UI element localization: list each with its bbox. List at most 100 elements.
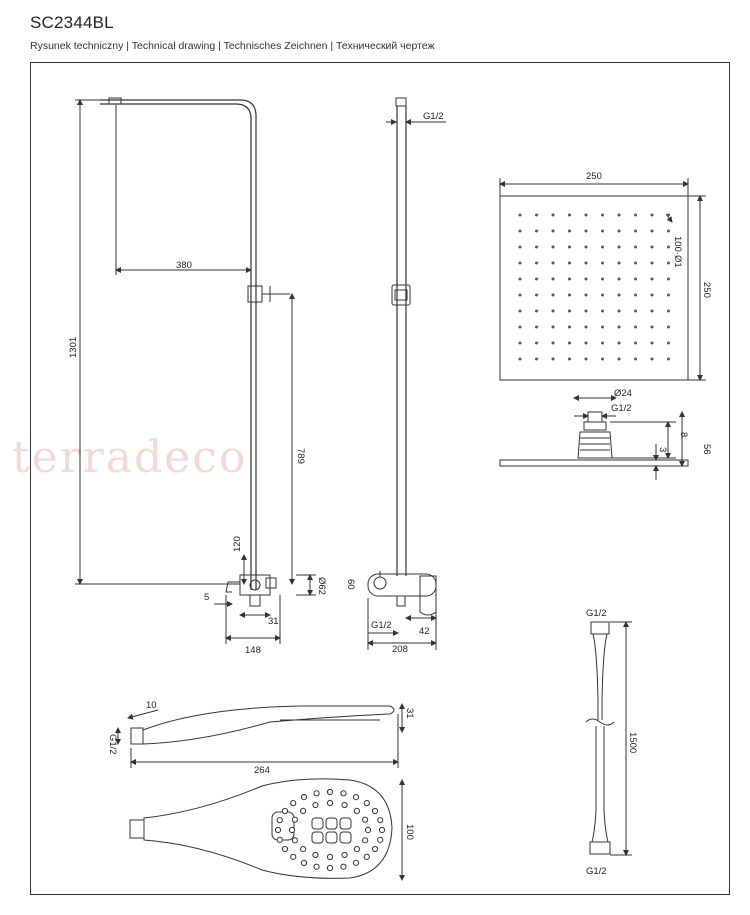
hand-nozzle xyxy=(363,800,370,807)
nozzle-dot xyxy=(551,341,555,345)
nozzle-dot xyxy=(601,325,604,329)
nozzle-dot xyxy=(634,357,637,361)
hand-nozzle xyxy=(353,845,360,853)
dim-valve-depth: 31 xyxy=(268,616,279,627)
nozzle-dot xyxy=(601,341,604,345)
nozzle-dot xyxy=(584,213,588,217)
nozzle-dot xyxy=(634,341,637,345)
nozzle-dot xyxy=(551,293,555,297)
nozzle-dot xyxy=(634,277,637,281)
nozzle-dot xyxy=(667,325,670,329)
dim-connector-thread: G1/2 xyxy=(611,403,632,414)
hand-nozzle xyxy=(352,859,360,867)
nozzle-dot xyxy=(601,357,604,361)
nozzle-dot xyxy=(568,357,571,361)
nozzle-dot xyxy=(535,245,538,249)
side-view-column xyxy=(100,97,290,607)
nozzle-dot xyxy=(535,277,538,281)
dim-arm-length: 380 xyxy=(176,260,192,271)
dim-diameter-62: Ø62 xyxy=(316,577,327,595)
nozzle-dot xyxy=(634,293,637,297)
hand-nozzle xyxy=(341,851,348,859)
hand-nozzle xyxy=(300,793,308,801)
nozzle-dot xyxy=(584,357,588,361)
nozzle-dot xyxy=(535,325,538,329)
nozzle-dot xyxy=(568,325,571,329)
nozzle-dot xyxy=(617,309,621,313)
hand-nozzle xyxy=(362,837,369,844)
nozzle-dot xyxy=(584,325,588,329)
hand-nozzle xyxy=(281,845,289,853)
hand-nozzle xyxy=(362,816,369,823)
hand-nozzle xyxy=(326,853,334,861)
dim-connector-diameter: Ø24 xyxy=(614,388,632,399)
nozzle-dot xyxy=(551,213,555,217)
hand-nozzles xyxy=(274,788,386,872)
nozzle-dot xyxy=(551,309,555,313)
hand-center-nozzle xyxy=(339,831,352,844)
hand-nozzle xyxy=(288,826,296,834)
nozzle-dot xyxy=(650,293,654,297)
dim-nozzles: 100·Ø1 xyxy=(672,236,683,268)
hand-shower-side xyxy=(130,705,395,745)
nozzle-dot xyxy=(650,213,654,217)
nozzle-dot xyxy=(634,229,637,233)
nozzle-dot xyxy=(667,229,670,233)
nozzle-dot xyxy=(568,277,571,281)
nozzle-dot xyxy=(584,245,588,249)
nozzle-dot xyxy=(568,309,571,313)
nozzle-dot xyxy=(617,357,621,361)
dim-head-width: 250 xyxy=(586,171,602,182)
dim-head-height: 250 xyxy=(701,282,712,298)
nozzle-dot xyxy=(667,245,670,249)
dim-total-height: 1301 xyxy=(68,337,79,358)
nozzle-dot xyxy=(518,293,522,297)
nozzle-dot xyxy=(617,245,621,249)
drawing-subtitle: Rysunek techniczny | Technical drawing |… xyxy=(30,40,435,52)
nozzle-dot xyxy=(568,341,571,345)
nozzle-dot xyxy=(650,341,654,345)
hand-nozzle xyxy=(363,853,370,860)
nozzle-dot xyxy=(568,293,571,297)
dim-hand-length: 264 xyxy=(254,765,270,776)
hand-nozzle xyxy=(276,817,283,824)
hand-nozzle xyxy=(300,859,308,867)
nozzle-dot xyxy=(667,309,670,313)
nozzle-dot xyxy=(667,357,670,361)
nozzle-dot xyxy=(634,245,637,249)
hand-nozzle xyxy=(312,801,319,809)
nozzle-dot xyxy=(584,229,588,233)
hand-nozzle xyxy=(312,851,319,859)
nozzle-dot xyxy=(518,325,522,329)
nozzle-dot xyxy=(634,213,637,217)
nozzle-dot xyxy=(535,229,538,233)
nozzle-dot xyxy=(518,309,522,313)
nozzle-dot xyxy=(667,261,670,265)
nozzle-dot xyxy=(551,229,555,233)
nozzle-dot xyxy=(518,357,522,361)
hand-nozzle xyxy=(290,800,297,807)
nozzle-dot xyxy=(650,325,654,329)
nozzle-dot xyxy=(535,357,538,361)
dim-hand-angle: 10 xyxy=(146,700,157,711)
hand-center-nozzle xyxy=(311,817,324,830)
nozzle-dot xyxy=(650,261,654,265)
nozzle-dot xyxy=(650,229,654,233)
dim-hose-length: 1500 xyxy=(627,732,638,753)
nozzle-dot xyxy=(584,277,588,281)
nozzle-dot xyxy=(667,293,670,297)
nozzle-dot xyxy=(617,213,621,217)
nozzle-dot xyxy=(518,341,522,345)
nozzle-dot xyxy=(535,341,538,345)
hand-center-nozzle xyxy=(325,831,338,844)
hand-nozzle xyxy=(276,836,283,843)
dim-spout-offset: 120 xyxy=(232,536,243,552)
nozzle-dot xyxy=(551,261,555,265)
watermark: terradeco xyxy=(12,432,248,483)
nozzle-dot xyxy=(667,277,670,281)
nozzle-dot xyxy=(650,277,654,281)
hand-nozzle xyxy=(364,826,372,834)
nozzle-dot xyxy=(667,341,670,345)
hand-nozzle xyxy=(353,807,360,815)
